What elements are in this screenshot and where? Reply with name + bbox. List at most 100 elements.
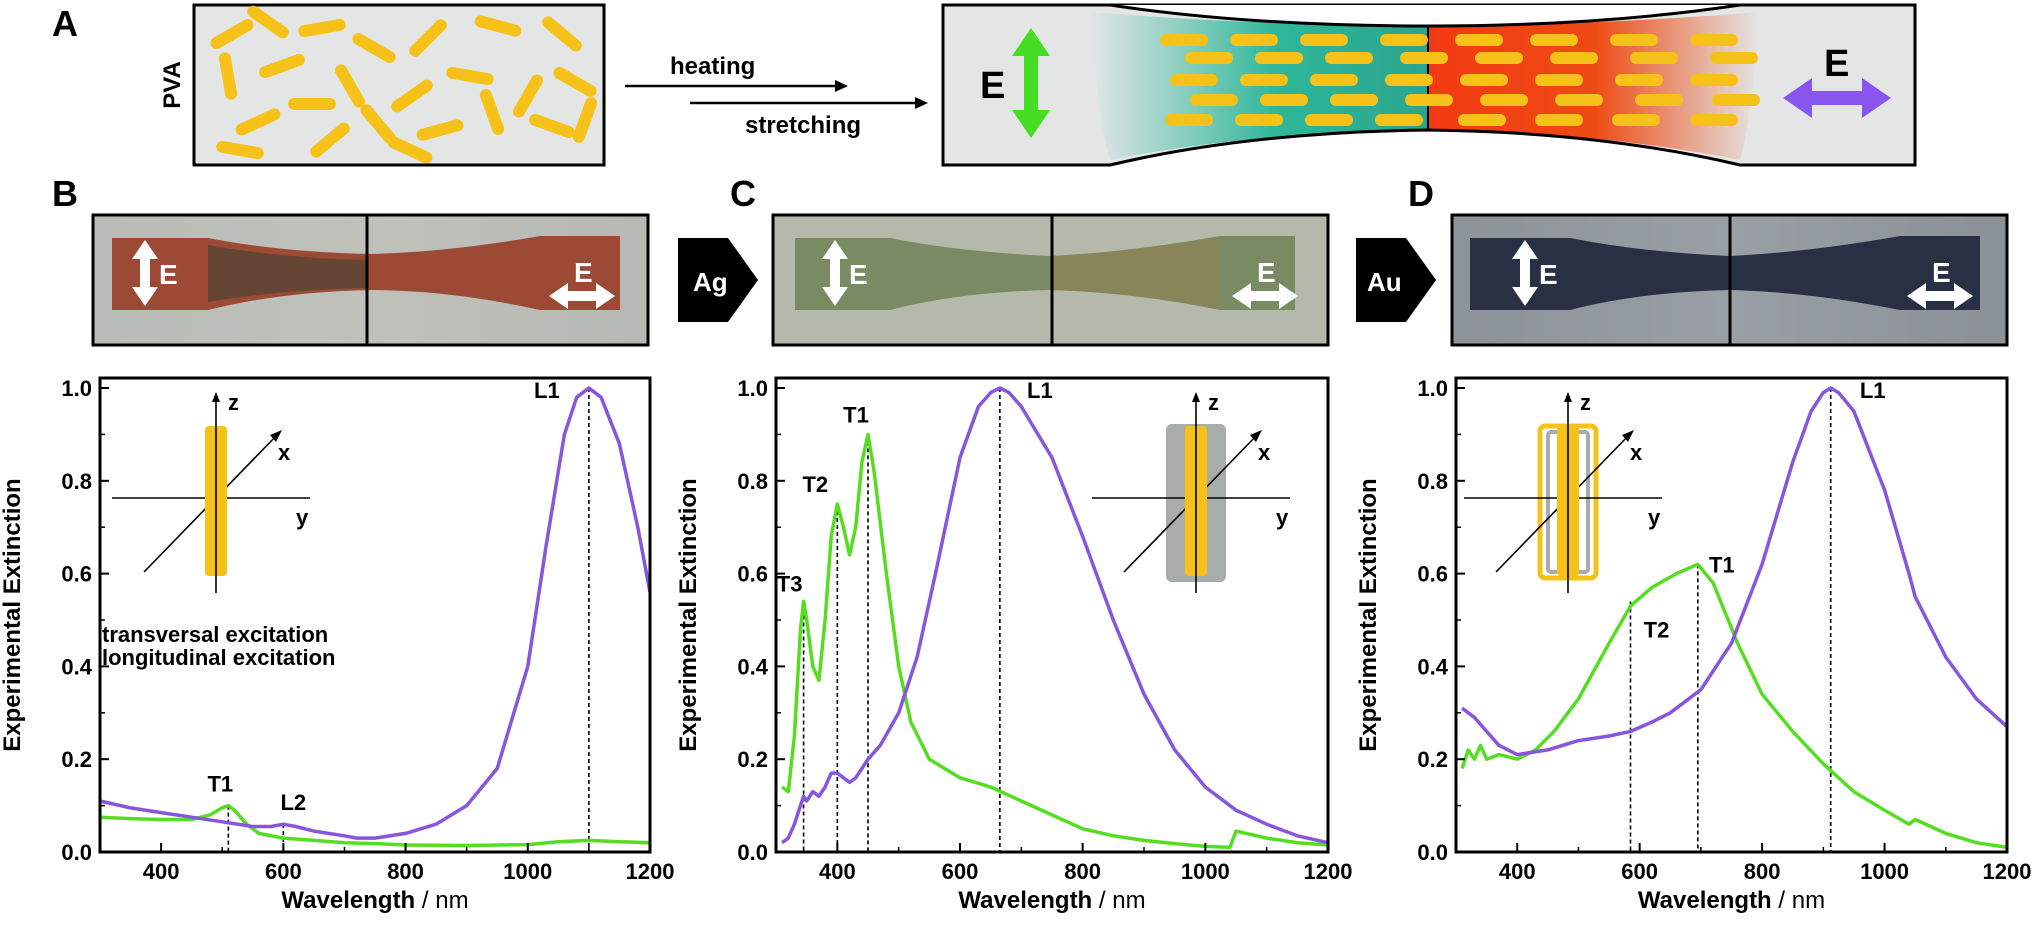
y-axis-label: Experimental Extinction: [0, 478, 26, 751]
gold-rod: [572, 97, 598, 143]
aligned-gold-rod: [1475, 52, 1523, 64]
x-tick-label: 600: [265, 859, 302, 884]
e-label-right: E: [1824, 43, 1849, 85]
x-tick-label: 1000: [503, 859, 552, 884]
panel-label-d: D: [1408, 173, 1434, 214]
z-arrow-head: [1564, 392, 1572, 402]
aligned-rods: [1160, 34, 1760, 126]
aligned-gold-rod: [1630, 52, 1678, 64]
gold-rod: [387, 136, 433, 164]
aligned-gold-rod: [1190, 94, 1238, 106]
y-axis-label: Experimental Extinction: [675, 478, 702, 751]
y-tick-label: 1.0: [1417, 376, 1448, 401]
z-label: z: [228, 390, 239, 415]
coordinate-inset: zxy: [1464, 390, 1662, 593]
aligned-gold-rod: [1550, 52, 1598, 64]
heating-label: heating: [670, 53, 755, 80]
gold-rod: [409, 19, 447, 57]
aligned-gold-rod: [1480, 94, 1528, 106]
aligned-gold-rod: [1690, 114, 1738, 126]
x-axis-label: Wavelength / nm: [1638, 887, 1825, 914]
plot-frame: [1454, 376, 2009, 854]
x-tick-label: 1000: [1860, 859, 1909, 884]
ag-label: Ag: [693, 267, 728, 297]
e-arrow-vertical-icon: [1512, 240, 1538, 306]
aligned-gold-rod: [1405, 94, 1453, 106]
aligned-gold-rod: [1535, 74, 1583, 86]
peak-label: L1: [1027, 378, 1053, 403]
y-tick-label: 0.0: [61, 840, 92, 865]
x-tick-label: 400: [143, 859, 180, 884]
y-tick-label: 1.0: [737, 376, 768, 401]
gold-rod: [298, 18, 346, 38]
aligned-gold-rod: [1255, 52, 1303, 64]
peak-label: L2: [280, 790, 306, 815]
y-tick-label: 0.6: [61, 562, 92, 587]
y-tick-label: 0.2: [1417, 747, 1448, 772]
ag-arrow: [678, 238, 758, 322]
aligned-gold-rod: [1165, 114, 1213, 126]
aligned-gold-rod: [1458, 114, 1506, 126]
gold-rod: [542, 16, 582, 52]
panel-label-c: C: [730, 173, 756, 214]
y-tick-label: 0.0: [1417, 840, 1448, 865]
x-tick-label: 1200: [1983, 859, 2032, 884]
aligned-gold-rod: [1690, 34, 1738, 46]
peak-label: T1: [1709, 552, 1735, 577]
coordinate-inset: zxy: [112, 390, 310, 593]
y-axis-label: Experimental Extinction: [1355, 478, 1382, 751]
au-arrow: [1356, 238, 1436, 322]
longitudinal-spectrum-line: [1461, 386, 2009, 757]
gold-rod: [391, 79, 433, 113]
y-label: y: [1276, 505, 1289, 530]
gold-rod: [210, 19, 254, 49]
aligned-gold-rod: [1710, 52, 1758, 64]
longitudinal-spectrum-line: [99, 386, 652, 840]
peak-label: T2: [1644, 617, 1670, 642]
gold-rod: [216, 140, 264, 160]
coordinate-inset: zxy: [1092, 390, 1290, 593]
x-axis-label: Wavelength / nm: [281, 887, 468, 914]
random-rods: [210, 5, 598, 164]
y-tick-label: 0.6: [737, 562, 768, 587]
y-tick-label: 0.8: [1417, 469, 1448, 494]
panel-label-a: A: [52, 3, 78, 44]
x-axis-label-quantity: Wavelength: [958, 887, 1092, 914]
x-tick-label: 1200: [626, 859, 675, 884]
gold-rod: [288, 98, 336, 110]
e-label: E: [1539, 259, 1558, 290]
e-arrow-vertical-icon: [132, 240, 158, 306]
gold-rod: [474, 15, 522, 37]
x-tick-label: 1200: [1304, 859, 1353, 884]
aligned-gold-rod: [1635, 94, 1683, 106]
x-tick-label: 800: [1064, 859, 1101, 884]
y-tick-label: 0.8: [61, 469, 92, 494]
aligned-gold-rod: [1230, 34, 1278, 46]
z-arrow-head: [212, 392, 220, 402]
photo-d-film: [1470, 236, 1980, 310]
e-arrow-horizontal-icon: [1907, 283, 1973, 309]
y-tick-label: 0.8: [737, 469, 768, 494]
red-region: [1428, 12, 1760, 160]
aligned-gold-rod: [1170, 74, 1218, 86]
z-label: z: [1580, 390, 1591, 415]
aligned-gold-rod: [1455, 34, 1503, 46]
e-field-arrow-horizontal: [1783, 78, 1891, 118]
aligned-gold-rod: [1400, 52, 1448, 64]
y-tick-label: 0.6: [1417, 562, 1448, 587]
stretching-label: stretching: [745, 112, 861, 139]
peak-label: T3: [777, 571, 803, 596]
x-tick-label: 600: [942, 859, 979, 884]
e-arrow-horizontal-icon: [549, 283, 615, 309]
e-label: E: [574, 257, 593, 288]
e-label: E: [849, 259, 868, 290]
x-arrow-head: [1622, 430, 1634, 442]
x-axis-label-quantity: Wavelength: [1638, 887, 1772, 914]
x-tick-label: 400: [819, 859, 856, 884]
z-label: z: [1208, 390, 1219, 415]
peak-label: T2: [802, 472, 828, 497]
e-arrow-horizontal-icon: [1232, 283, 1298, 309]
x-axis-label: Wavelength / nm: [958, 887, 1145, 914]
